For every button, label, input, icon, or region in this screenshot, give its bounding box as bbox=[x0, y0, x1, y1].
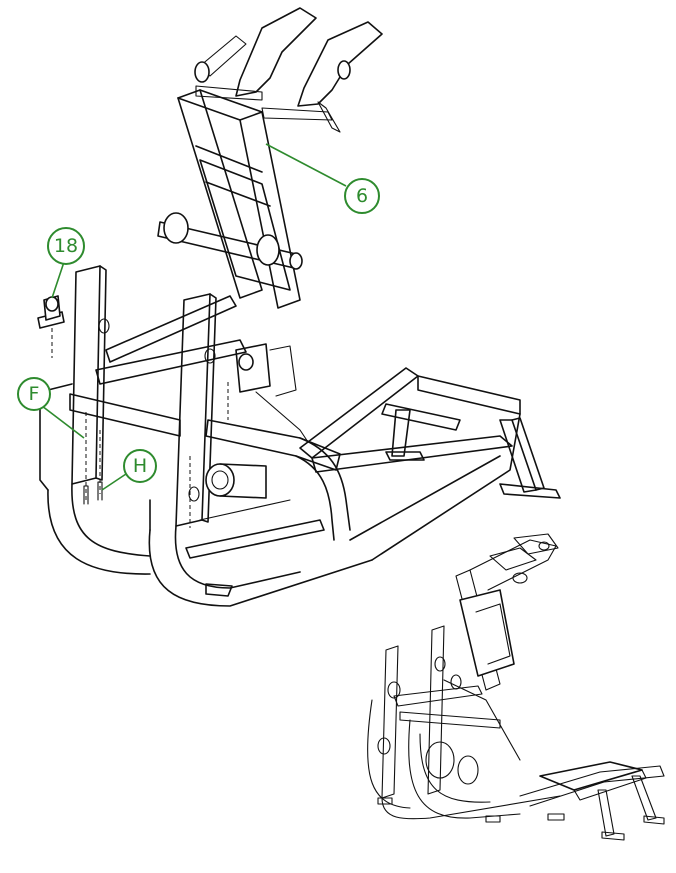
main-frame-drawing bbox=[37, 7, 561, 607]
callout-6: 6 bbox=[265, 143, 380, 214]
callout-6-label: 6 bbox=[356, 185, 368, 207]
assembled-thumbnail bbox=[367, 533, 665, 841]
callout-F: F bbox=[17, 377, 85, 439]
callout-F-label: F bbox=[29, 383, 40, 405]
callout-H: H bbox=[101, 449, 157, 491]
callout-18-label: 18 bbox=[54, 235, 78, 257]
callout-H-label: H bbox=[133, 455, 147, 477]
callout-18: 18 bbox=[47, 227, 85, 299]
